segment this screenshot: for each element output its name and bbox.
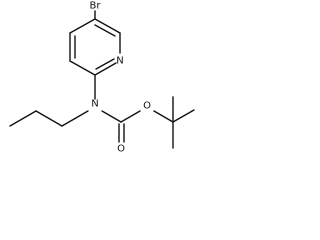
bond-cq-me2 [172,109,195,123]
ring-bond-c2-n1-inner [95,58,115,70]
structure-canvas: Br N N O O [0,0,196,171]
ring-bond-c6-c5 [94,18,121,34]
ring-bond-c3-c2 [69,60,96,76]
boc-group [101,96,195,149]
propyl-chain [9,110,89,127]
bond-cb-cc [9,110,37,127]
ring-bond-c2-n1 [94,62,117,76]
atom-label-ester-o: O [143,101,151,112]
bond-carbonyl-oester [120,110,141,123]
bond-n-carbonyl [101,110,122,123]
pyridine-ring [69,18,121,76]
atom-label-pyridine-n: N [116,56,123,67]
ring-bond-c6-c5-inner [94,24,116,37]
bond-oester-cq [153,110,174,123]
ring-bond-c5-c4 [69,18,96,34]
molecule-diagram: Br N N O O [9,1,195,155]
bond-ca-cb [35,110,63,127]
atom-label-carbonyl-o: O [117,144,125,155]
atom-label-br: Br [90,1,102,12]
atom-label-amine-n: N [91,99,98,110]
bond-n-ca [61,110,89,127]
